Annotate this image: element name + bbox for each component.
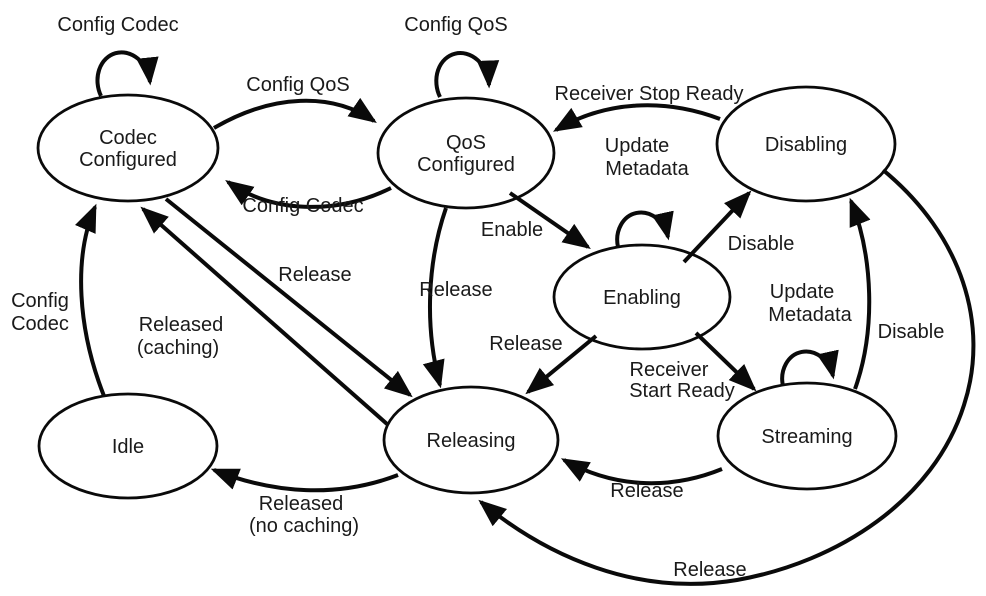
state-label: Releasing bbox=[427, 430, 516, 452]
transition-arrow bbox=[780, 349, 839, 387]
transition-label: Release bbox=[419, 279, 492, 301]
transition-arrow bbox=[140, 206, 389, 426]
state-label: Disabling bbox=[765, 134, 847, 156]
state-ellipse bbox=[36, 93, 220, 203]
transition-label: Metadata bbox=[605, 158, 689, 180]
transition-releasing-to-idle: Released (no caching) bbox=[210, 468, 399, 537]
state-codec-configured: Codec Configured bbox=[36, 93, 220, 203]
transition-label: Receiver bbox=[630, 359, 709, 381]
state-label: Configured bbox=[417, 154, 515, 176]
states-layer: Codec Configured QoS Configured Disablin… bbox=[36, 85, 898, 500]
transition-arrow bbox=[525, 334, 598, 395]
state-releasing: Releasing bbox=[382, 385, 560, 495]
transition-codec-to-releasing: Release bbox=[164, 197, 413, 398]
transitions-layer: Config Codec Config QoS Config QoS Confi… bbox=[11, 14, 976, 586]
state-label: Configured bbox=[79, 149, 177, 171]
transition-label: Release bbox=[489, 333, 562, 355]
state-label: Idle bbox=[112, 436, 144, 458]
transition-enabling-self: Update Metadata bbox=[605, 135, 690, 248]
state-disabling: Disabling bbox=[715, 85, 897, 203]
transition-label: Disable bbox=[878, 321, 945, 343]
transition-label: Update bbox=[605, 135, 670, 157]
transition-qos-to-releasing: Release bbox=[419, 207, 493, 389]
transition-arrow bbox=[75, 203, 106, 397]
transition-enabling-to-disabling: Disable bbox=[682, 190, 795, 264]
transition-arrow bbox=[478, 168, 976, 586]
transition-label: Config bbox=[11, 290, 69, 312]
transition-label: Enable bbox=[481, 219, 543, 241]
transition-qos-to-enabling: Enable bbox=[481, 191, 591, 249]
transition-arrow bbox=[694, 331, 757, 392]
transition-disabling-to-qos: Receiver Stop Ready bbox=[552, 83, 744, 132]
transition-arrow bbox=[434, 51, 500, 98]
state-label: Streaming bbox=[761, 426, 852, 448]
state-enabling: Enabling bbox=[552, 243, 732, 351]
transition-label: Disable bbox=[728, 233, 795, 255]
transition-arrow bbox=[210, 468, 399, 493]
transition-streaming-to-disabling: Disable bbox=[849, 197, 945, 390]
transition-enabling-to-streaming: Receiver Start Ready bbox=[629, 331, 757, 402]
transition-label: Receiver Stop Ready bbox=[555, 83, 744, 105]
transition-label: Start Ready bbox=[629, 380, 735, 402]
transition-label: Config QoS bbox=[404, 14, 507, 36]
transition-label: Codec bbox=[11, 313, 69, 335]
transition-label: Metadata bbox=[768, 304, 852, 326]
state-ellipse bbox=[552, 243, 732, 351]
transition-arrow bbox=[422, 207, 448, 389]
transition-arrow bbox=[225, 179, 392, 209]
transition-disabling-to-releasing: Release bbox=[478, 168, 976, 586]
transition-label: Released bbox=[259, 493, 344, 515]
transition-arrow bbox=[849, 197, 872, 390]
transition-codec-configured-self: Config Codec bbox=[57, 14, 179, 97]
state-ellipse bbox=[382, 385, 560, 495]
transition-arrow bbox=[552, 103, 721, 132]
transition-label: Config Codec bbox=[242, 195, 363, 217]
transition-label: Config QoS bbox=[246, 74, 349, 96]
transition-label: Release bbox=[610, 480, 683, 502]
transition-streaming-self: Update Metadata bbox=[768, 281, 853, 387]
transition-label: Release bbox=[673, 559, 746, 581]
state-idle: Idle bbox=[37, 392, 219, 500]
transition-qos-to-codec: Config Codec bbox=[225, 179, 392, 217]
transition-arrow bbox=[560, 458, 723, 486]
transition-label: (caching) bbox=[137, 337, 219, 359]
transition-codec-to-qos: Config QoS bbox=[212, 74, 377, 130]
state-label: QoS bbox=[446, 132, 486, 154]
transition-label: Config Codec bbox=[57, 14, 178, 36]
state-ellipse bbox=[376, 96, 556, 210]
transition-idle-to-codec: Config Codec bbox=[11, 203, 106, 397]
transition-arrow bbox=[212, 97, 377, 130]
transition-label: Update bbox=[770, 281, 835, 303]
transition-releasing-to-codec: Released (caching) bbox=[137, 206, 389, 426]
state-ellipse bbox=[716, 381, 898, 491]
transition-arrow bbox=[682, 190, 752, 264]
transition-label: (no caching) bbox=[249, 515, 359, 537]
transition-arrow bbox=[615, 210, 674, 248]
transition-arrow bbox=[164, 197, 413, 398]
state-label: Enabling bbox=[603, 287, 681, 309]
transition-label: Release bbox=[278, 264, 351, 286]
transition-arrow bbox=[508, 191, 591, 249]
state-label: Codec bbox=[99, 127, 157, 149]
state-ellipse bbox=[37, 392, 219, 500]
state-qos-configured: QoS Configured bbox=[376, 96, 556, 210]
transition-qos-configured-self: Config QoS bbox=[404, 14, 508, 98]
transition-enabling-to-releasing: Release bbox=[489, 333, 598, 395]
state-ellipse bbox=[715, 85, 897, 203]
state-streaming: Streaming bbox=[716, 381, 898, 491]
transition-arrow bbox=[95, 50, 159, 97]
transition-streaming-to-releasing: Release bbox=[560, 458, 723, 502]
transition-label: Released bbox=[139, 314, 224, 336]
